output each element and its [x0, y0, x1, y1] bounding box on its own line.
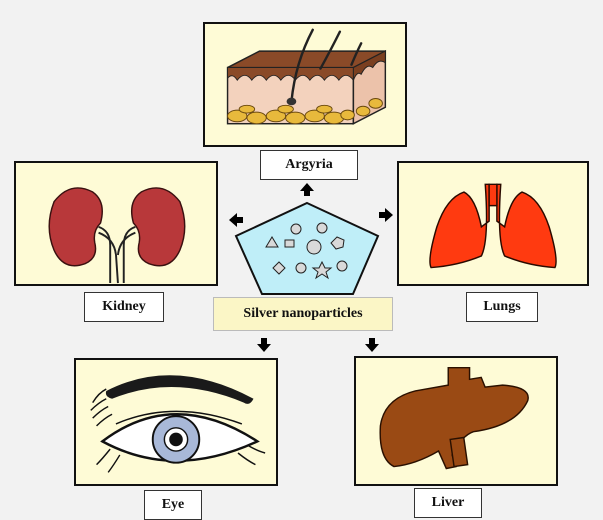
liver-icon — [356, 358, 556, 484]
kidney-label: Kidney — [84, 292, 164, 322]
kidney-icon — [16, 163, 216, 284]
kidney-panel — [14, 161, 218, 286]
arrow-icon — [300, 183, 314, 196]
lungs-label: Lungs — [466, 292, 538, 322]
lungs-panel — [397, 161, 589, 286]
eye-icon — [76, 360, 276, 484]
liver-panel — [354, 356, 558, 486]
arrow-icon — [365, 338, 379, 352]
eye-panel — [74, 358, 278, 486]
lungs-icon — [399, 163, 587, 284]
nanoparticle-pentagon-icon — [236, 203, 378, 294]
arrow-icon — [229, 213, 243, 227]
skin-cross-section-icon — [205, 24, 405, 145]
arrow-icon — [257, 338, 271, 352]
eye-label: Eye — [144, 490, 202, 520]
silver-nanoparticles-label: Silver nanoparticles — [213, 297, 393, 331]
liver-label: Liver — [414, 488, 482, 518]
arrow-icon — [379, 208, 393, 222]
skin-label: Argyria — [260, 150, 358, 180]
skin-panel — [203, 22, 407, 147]
